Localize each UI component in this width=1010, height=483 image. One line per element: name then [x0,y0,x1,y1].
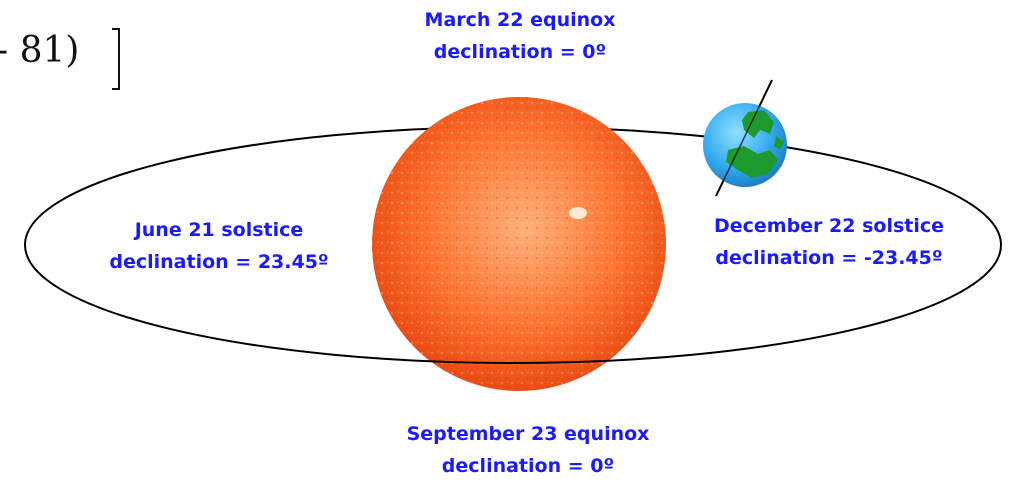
march-equinox-title: March 22 equinox [424,9,616,31]
orbit-front [24,244,1002,364]
december-solstice-label: December 22 solstice declination = -23.4… [714,210,944,274]
sun [372,97,666,391]
june-solstice-title: June 21 solstice [134,219,304,241]
march-equinox-declination: declination = 0º [433,41,607,63]
june-solstice-label: June 21 solstice declination = 23.45º [109,214,328,278]
june-solstice-declination: declination = 23.45º [109,251,329,273]
march-equinox-label: March 22 equinox declination = 0º [425,4,616,68]
september-equinox-declination: declination = 0º [441,455,615,477]
equation-fragment: - 81) [0,30,80,71]
closing-bracket [112,28,120,90]
earth [703,79,787,197]
december-solstice-declination: declination = -23.45º [715,247,943,269]
september-equinox-label: September 23 equinox declination = 0º [407,418,650,482]
september-equinox-title: September 23 equinox [406,423,650,445]
december-solstice-title: December 22 solstice [713,215,945,237]
